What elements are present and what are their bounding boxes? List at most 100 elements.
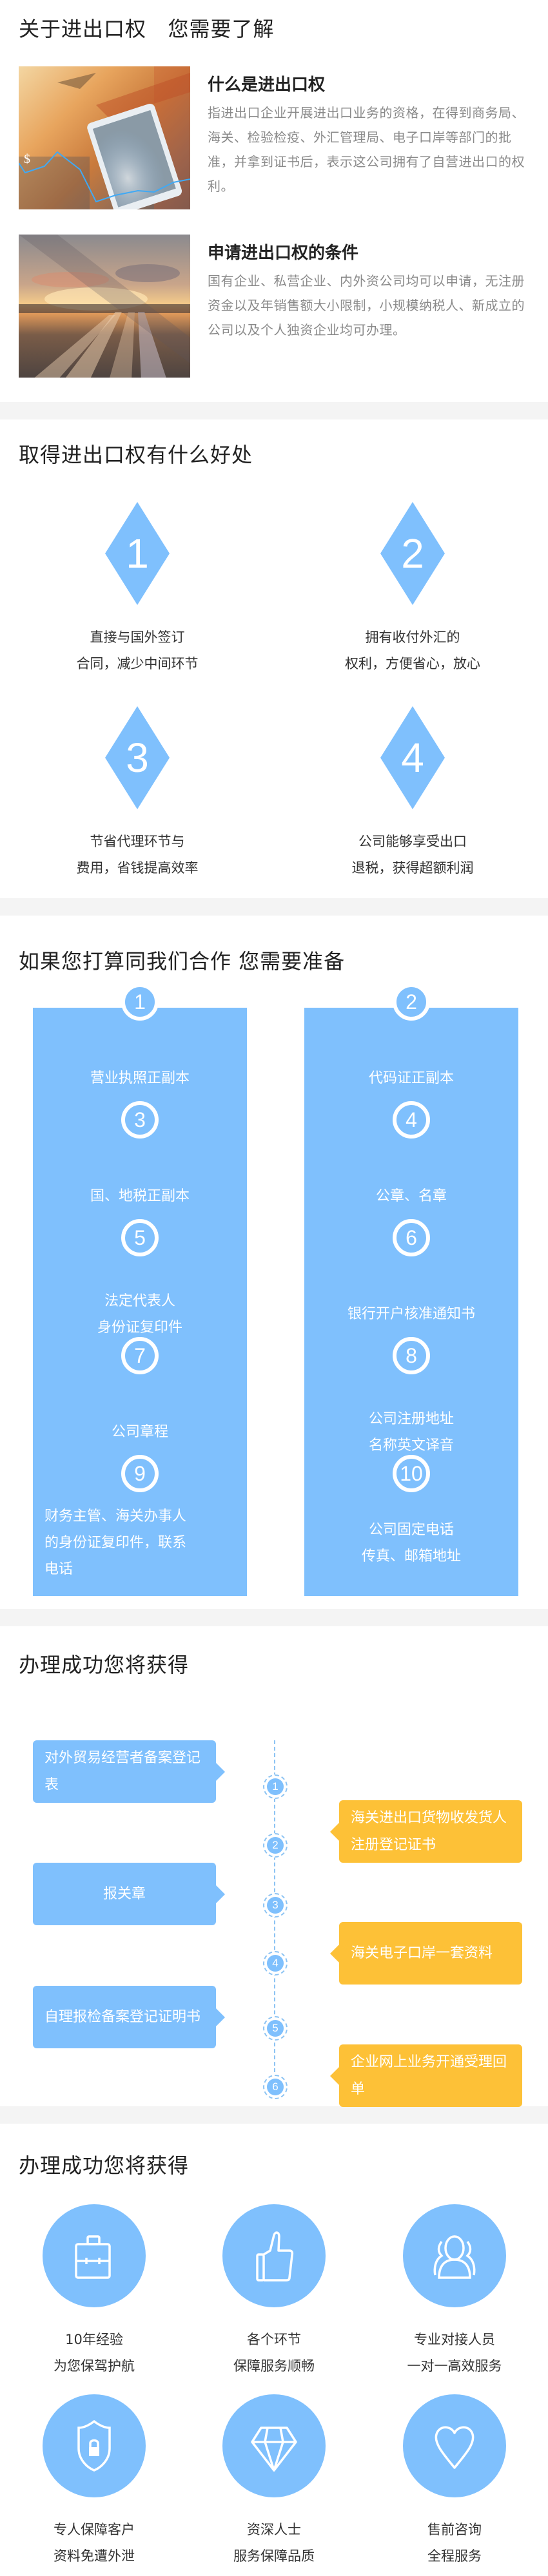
advantage-item: 10年经验 为您保驾护航 [4, 2204, 184, 2379]
benefit-number: 2 [401, 530, 424, 577]
advantage-line: 各个环节 [247, 2332, 301, 2347]
advantage-line: 售前咨询 [427, 2522, 482, 2537]
about-section: 关于进出口权 您需要了解 [0, 0, 548, 402]
svg-text:$: $ [24, 152, 30, 166]
advantage-item: 专人保障客户 资料免遭外泄 [4, 2394, 184, 2570]
requirement-number: 8 [393, 1337, 430, 1374]
requirement-number: 9 [121, 1455, 159, 1492]
benefits-section: 取得进出口权有什么好处 1 直接与国外签订 合同，减少中间环节 2 拥有收付外汇… [0, 419, 548, 898]
info-body: 指进出口企业开展进出口业务的资格，在得到商务局、海关、检验检疫、外汇管理局、电子… [208, 105, 525, 194]
requirement-line: 公章、名章 [375, 1188, 447, 1204]
diamond-badge-icon: 2 [380, 502, 445, 605]
requirement-number: 3 [121, 1101, 159, 1139]
benefit-text: 公司能够享受出口 退税，获得超额利润 [316, 829, 509, 881]
deliverable-text: 海关电子口岸一套资料 [351, 1945, 493, 1961]
advantage-text: 专业对接人员 一对一高效服务 [364, 2327, 545, 2379]
photo-illustration [19, 235, 190, 378]
timeline-number: 2 [267, 1837, 284, 1854]
photo-illustration: $ [19, 66, 190, 209]
requirement-text: 公章、名章 [312, 1126, 511, 1256]
heart-icon [403, 2394, 506, 2497]
deliverable-card: 海关电子口岸一套资料 [330, 1922, 522, 1985]
requirement-card: 5 法定代表人 身份证复印件 [33, 1219, 247, 1374]
timeline-number: 4 [267, 1955, 284, 1972]
requirement-line: 名称英文译音 [368, 1437, 454, 1454]
advantage-text: 10年经验 为您保驾护航 [4, 2327, 184, 2379]
benefit-line: 合同，减少中间环节 [76, 656, 199, 671]
requirement-line: 公司固定电话 [368, 1521, 454, 1538]
timeline-number: 1 [267, 1778, 284, 1795]
deliverable-text: 自理报检备案登记证明书 [44, 2008, 201, 2025]
benefit-item: 4 公司能够享受出口 退税，获得超额利润 [316, 706, 509, 881]
section-title: 关于进出口权 您需要了解 [19, 17, 275, 41]
requirement-text: 代码证正副本 [312, 1008, 511, 1139]
deliverable-card: 报关章 [33, 1863, 225, 1925]
timeline-node: 5 [263, 2016, 288, 2041]
requirement-line: 身份证复印件 [97, 1319, 182, 1336]
advantage-text: 各个环节 保障服务顺畅 [184, 2327, 364, 2379]
advantage-item: 各个环节 保障服务顺畅 [184, 2204, 364, 2379]
briefcase-icon [43, 2204, 146, 2307]
benefit-text: 直接与国外签订 合同，减少中间环节 [41, 624, 234, 677]
requirement-card: 9 财务主管、海关办事人 的身份证复印件，联系 电话 [33, 1455, 247, 1596]
requirement-text: 银行开户核准通知书 [312, 1244, 511, 1374]
section-title: 取得进出口权有什么好处 [19, 443, 253, 467]
info-item-what-is: $ 什么是进出口权 指进出口企业开展进出口业务的资格，在得到商务局、海关、检验检… [19, 66, 534, 212]
info-heading: 申请进出口权的条件 [208, 244, 359, 263]
benefit-line: 拥有收付外汇的 [365, 630, 460, 645]
timeline-number: 5 [267, 2020, 284, 2037]
timeline-node: 2 [263, 1833, 288, 1858]
section-divider [0, 898, 548, 916]
advantage-line: 保障服务顺畅 [233, 2358, 315, 2374]
trade-tablet-photo: $ [19, 66, 190, 209]
requirement-line: 法定代表人 [104, 1293, 175, 1309]
advantage-line: 为您保驾护航 [54, 2358, 135, 2374]
deliverable-card: 海关进出口货物收发货人注册登记证书 [330, 1800, 522, 1863]
info-text: 什么是进出口权 指进出口企业开展进出口业务的资格，在得到商务局、海关、检验检疫、… [208, 66, 536, 198]
timeline-number: 6 [267, 2079, 284, 2095]
requirement-number: 7 [121, 1337, 159, 1374]
section-title: 如果您打算同我们合作 您需要准备 [19, 949, 346, 974]
advantage-line: 全程服务 [427, 2548, 482, 2564]
benefit-item: 3 节省代理环节与 费用，省钱提高效率 [41, 706, 234, 881]
deliverable-text: 对外贸易经营者备案登记表 [44, 1749, 201, 1793]
advantage-item: 资深人士 服务保障品质 [184, 2394, 364, 2570]
requirement-text: 公司章程 [41, 1361, 239, 1492]
benefit-line: 退税，获得超额利润 [351, 860, 474, 876]
advantage-item: 专业对接人员 一对一高效服务 [364, 2204, 545, 2379]
users-icon [403, 2204, 506, 2307]
requirement-line: 公司章程 [111, 1424, 168, 1440]
requirement-line: 国、地税正副本 [90, 1188, 190, 1204]
requirement-text: 国、地税正副本 [41, 1126, 239, 1256]
advantage-line: 资料免遭外泄 [54, 2548, 135, 2564]
requirement-number: 6 [393, 1219, 430, 1256]
timeline-number: 3 [267, 1897, 284, 1914]
requirement-text: 营业执照正副本 [41, 1008, 239, 1139]
benefit-number: 1 [126, 530, 149, 577]
requirement-line: 银行开户核准通知书 [347, 1306, 475, 1322]
deliverable-card: 自理报检备案登记证明书 [33, 1986, 225, 2048]
advantage-line: 专人保障客户 [54, 2522, 135, 2537]
requirement-line: 公司注册地址 [368, 1410, 454, 1427]
section-divider [0, 402, 548, 419]
benefit-line: 节省代理环节与 [90, 834, 185, 849]
thumbs-up-icon [222, 2204, 326, 2307]
advantage-line: 资深人士 [247, 2522, 301, 2537]
deliverable-card: 企业网上业务开通受理回单 [330, 2044, 522, 2107]
advantage-text: 专人保障客户 资料免遭外泄 [4, 2517, 184, 2570]
advantage-line: 服务保障品质 [233, 2548, 315, 2564]
section-divider [0, 1609, 548, 1626]
advantage-text: 售前咨询 全程服务 [364, 2517, 545, 2570]
deliverable-text: 企业网上业务开通受理回单 [351, 2053, 507, 2097]
requirement-text: 公司固定电话 传真、邮箱地址 [312, 1479, 511, 1596]
timeline-node: 1 [263, 1774, 288, 1799]
requirement-text: 财务主管、海关办事人 的身份证复印件，联系 电话 [41, 1479, 239, 1596]
timeline-node: 4 [263, 1951, 288, 1975]
info-item-conditions: 申请进出口权的条件 国有企业、私营企业、内外资公司均可以申请，无注册资金以及年销… [19, 235, 534, 380]
benefit-text: 拥有收付外汇的 权利，方便省心，放心 [316, 624, 509, 677]
requirement-number: 1 [121, 983, 159, 1021]
requirement-line: 的身份证复印件，联系 [44, 1535, 187, 1551]
deliverables-section: 办理成功您将获得 1 2 3 4 5 6 对外贸易经营者备案登记表 海关进出口货… [0, 1626, 548, 2107]
advantage-line: 专业对接人员 [414, 2332, 495, 2347]
requirement-line: 传真、邮箱地址 [361, 1548, 461, 1564]
